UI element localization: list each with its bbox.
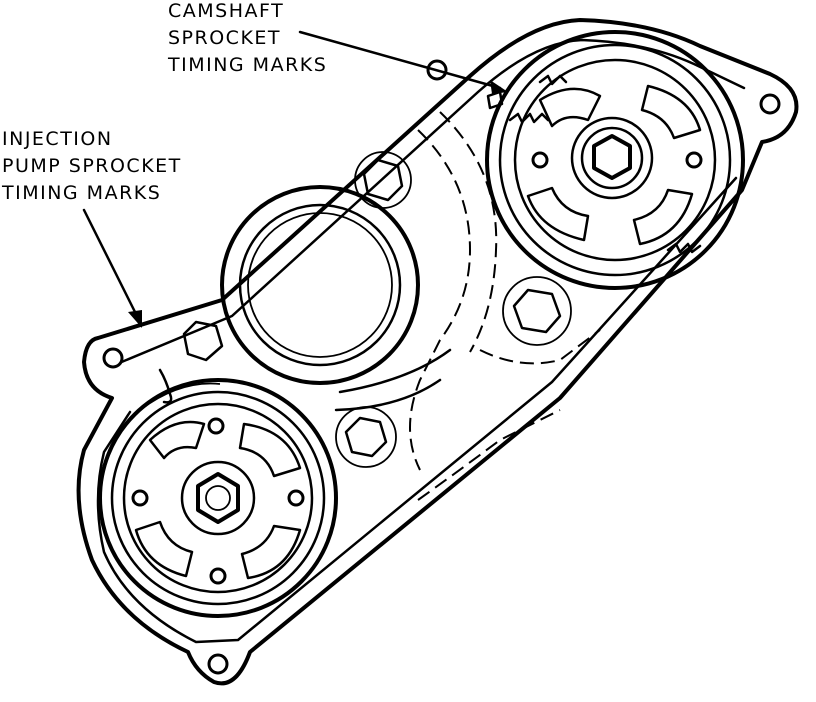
camshaft-label-line3: TIMING MARKS xyxy=(168,54,328,76)
mounting-holes xyxy=(102,59,781,675)
camshaft-label-line1: CAMSHAFT xyxy=(168,0,285,22)
cam-window-3 xyxy=(632,188,694,246)
pump-bolt-hole-right xyxy=(287,489,305,507)
pump-window-1 xyxy=(148,420,206,460)
housing-outline xyxy=(76,18,799,686)
pump-window-3 xyxy=(240,524,302,580)
cam-window-4 xyxy=(526,186,590,242)
camshaft-label-line2: SPROCKET xyxy=(168,27,282,49)
cam-window-2 xyxy=(640,84,702,140)
center-bore xyxy=(220,185,420,385)
mount-hole-bottom xyxy=(207,653,229,675)
hex-bosses xyxy=(182,151,572,468)
pump-window-4 xyxy=(134,520,194,578)
pump-leader-arrow xyxy=(128,310,142,328)
pump-label-line2: PUMP SPROCKET xyxy=(2,155,182,177)
pump-leader-line xyxy=(82,208,140,320)
pump-center-nut xyxy=(196,472,240,524)
injection-pump-timing-label: INJECTION PUMP SPROCKET TIMING MARKS xyxy=(2,126,182,207)
cam-center-nut xyxy=(592,134,632,180)
pump-timing-notch xyxy=(158,368,173,404)
pump-label-line1: INJECTION xyxy=(2,128,113,150)
camshaft-timing-label: CAMSHAFT SPROCKET TIMING MARKS xyxy=(168,0,327,79)
cam-bolt-hole-right xyxy=(685,151,703,169)
hex-boss-right xyxy=(512,288,562,334)
pump-bolt-hole-left xyxy=(131,489,149,507)
pump-label-line3: TIMING MARKS xyxy=(2,182,162,204)
casting-ribs xyxy=(334,111,601,501)
leader-lines xyxy=(82,30,508,328)
pump-bolt-hole-bottom xyxy=(209,567,227,585)
camshaft-sprocket xyxy=(485,30,745,290)
pump-bolt-hole-top xyxy=(207,417,225,435)
cam-window-1 xyxy=(538,87,602,128)
hex-boss-left xyxy=(182,320,224,362)
mount-hole-right xyxy=(759,93,781,115)
hex-boss-lower xyxy=(344,416,388,458)
camshaft-leader-line xyxy=(298,30,502,90)
hex-boss-top xyxy=(362,158,404,202)
cam-bolt-hole-left xyxy=(531,151,549,169)
mount-hole-left xyxy=(102,347,124,369)
camshaft-leader-arrow xyxy=(490,80,508,94)
injection-pump-sprocket xyxy=(98,368,338,618)
pump-window-2 xyxy=(238,422,302,478)
